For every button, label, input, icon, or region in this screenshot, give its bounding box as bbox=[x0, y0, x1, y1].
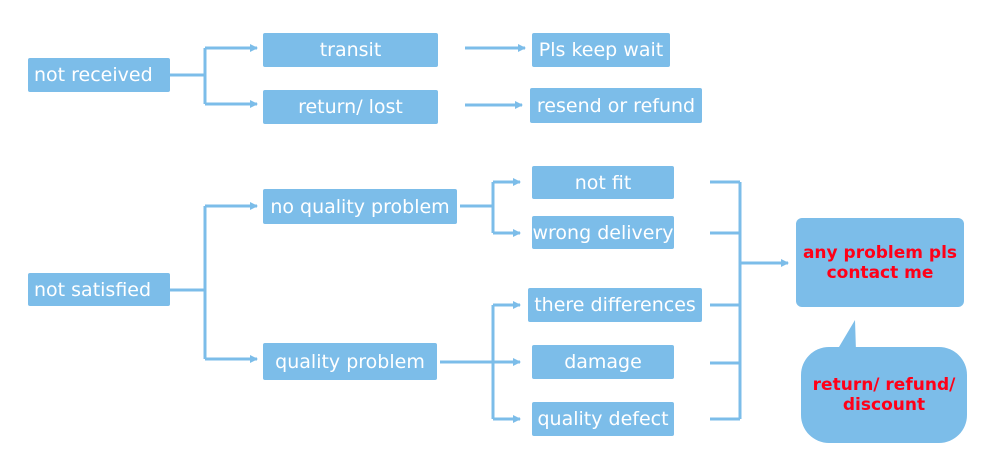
node-pls-keep-wait: Pls keep wait bbox=[532, 33, 670, 67]
node-not-satisfied: not satisfied bbox=[28, 273, 170, 306]
contact-callout-line-1: any problem pls bbox=[802, 242, 958, 263]
speech-bubble-tail bbox=[836, 320, 856, 352]
outcome-line-2: discount bbox=[842, 395, 926, 415]
node-not-received: not received bbox=[28, 58, 170, 92]
contact-callout-line-2: contact me bbox=[826, 262, 934, 283]
outcome-line-1: return/ refund/ bbox=[812, 375, 956, 395]
node-quality-problem: quality problem bbox=[263, 343, 437, 380]
outcome-speech-bubble: return/ refund/ discount bbox=[801, 347, 967, 443]
node-wrong-delivery: wrong delivery bbox=[532, 216, 674, 249]
connector-merge-bracket bbox=[710, 180, 742, 421]
contact-callout: any problem pls contact me bbox=[796, 218, 964, 307]
connector-no-quality-split bbox=[460, 182, 495, 233]
node-resend-or-refund: resend or refund bbox=[530, 88, 702, 123]
node-quality-defect: quality defect bbox=[532, 402, 674, 436]
node-return-lost: return/ lost bbox=[263, 90, 438, 124]
node-not-fit: not fit bbox=[532, 166, 674, 199]
node-no-quality-problem: no quality problem bbox=[263, 189, 457, 224]
connector-not-satisfied-split bbox=[170, 206, 207, 359]
connector-quality-split bbox=[440, 305, 495, 419]
node-there-differences: there differences bbox=[528, 288, 702, 322]
connector-not-received-split bbox=[170, 48, 207, 104]
node-transit: transit bbox=[263, 33, 438, 67]
node-damage: damage bbox=[532, 345, 674, 379]
